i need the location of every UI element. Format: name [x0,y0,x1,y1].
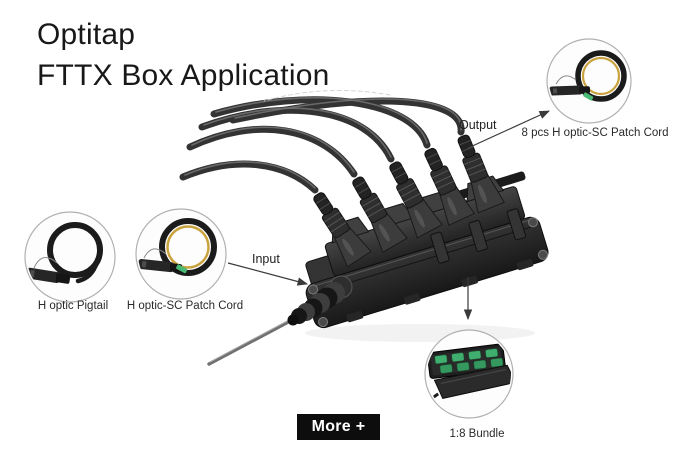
output-arrow [467,110,550,149]
connector [389,161,443,239]
patch-cord-photo [135,208,227,300]
input-arrow [227,262,309,286]
more-button[interactable]: More + [297,414,380,440]
connector [424,147,475,227]
bundle-photo [424,329,514,419]
pigtail-caption: H optic Pigtail [37,300,109,312]
input-boot [287,275,353,326]
patch-cord-caption: H optic-SC Patch Cord [126,300,244,312]
bundle-caption: 1:8 Bundle [449,428,505,440]
output-patch-cord-caption: 8 pcs H optic-SC Patch Cord [521,127,669,139]
pigtail-photo [24,211,116,303]
page-title: Optitap FTTX Box Application [37,14,329,96]
input-label: Input [252,252,280,266]
input-drop-cable [207,318,294,366]
fttx-box-illustration [179,90,549,366]
output-label: Output [459,118,497,132]
page-title-line1: Optitap [37,18,136,51]
connector [313,192,372,268]
page-title-line2: FTTX Box Application [37,59,330,92]
output-cables [179,90,465,194]
output-patch-cord-photo [546,38,632,124]
connector [457,134,505,214]
connector [352,176,408,253]
box-connectors [313,134,505,268]
